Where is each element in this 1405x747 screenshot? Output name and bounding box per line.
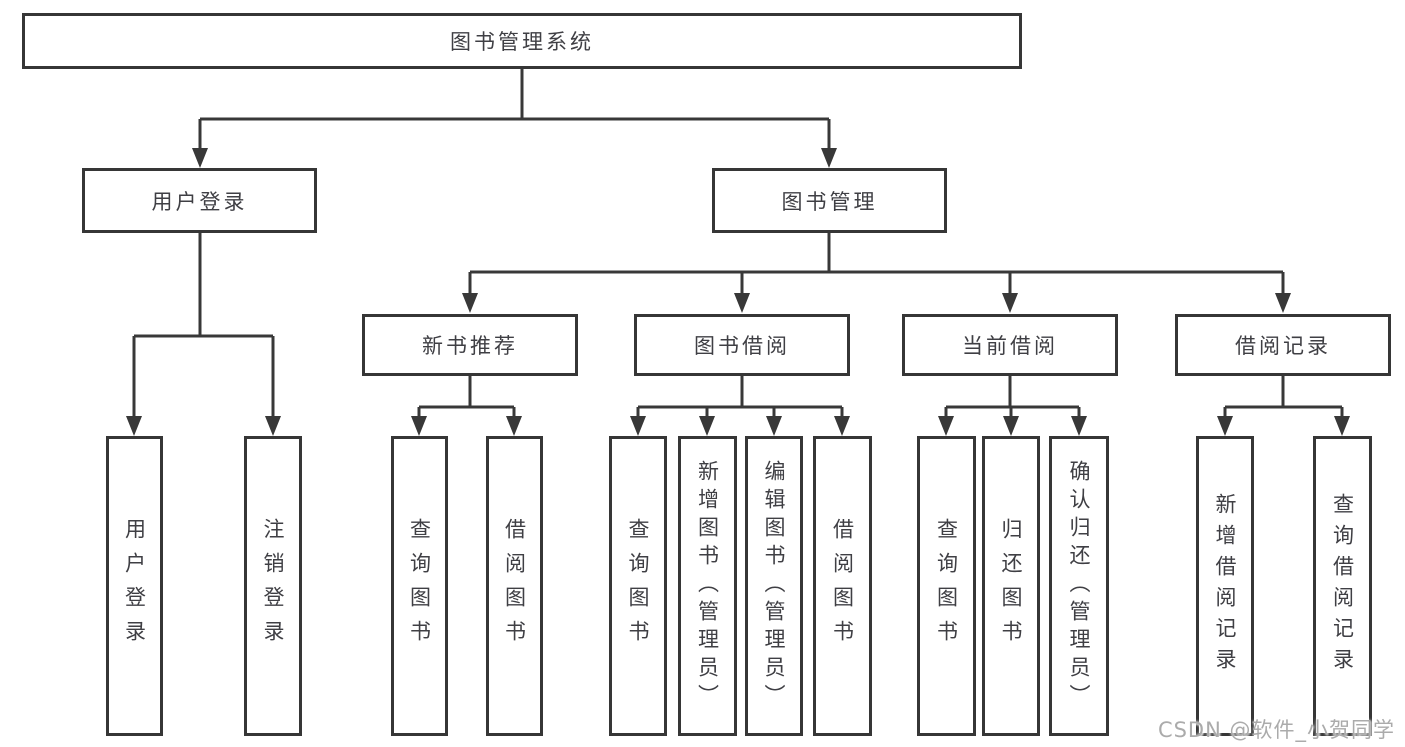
node-label: 查询图书 xyxy=(934,518,959,654)
arrowhead xyxy=(1275,293,1291,313)
arrowhead xyxy=(834,416,850,436)
node-new-book-recommend: 新书推荐 xyxy=(362,314,578,376)
arrowhead xyxy=(506,416,522,436)
arrowhead xyxy=(630,416,646,436)
arrowhead xyxy=(938,416,954,436)
leaf-logout: 注销登录 xyxy=(244,436,302,736)
leaf-query-borrow-record: 查询借阅记录 xyxy=(1313,436,1372,736)
arrowhead xyxy=(265,416,281,436)
node-label: 用户登录 xyxy=(122,518,147,654)
node-label: 注销登录 xyxy=(261,518,285,654)
arrowhead xyxy=(411,416,427,436)
connector-userlogin-to-leaves xyxy=(132,233,275,420)
leaf-add-books-admin: 新增图书（管理员） xyxy=(678,436,737,736)
arrowhead xyxy=(1217,416,1233,436)
leaf-add-borrow-record: 新增借阅记录 xyxy=(1196,436,1254,736)
node-user-login: 用户登录 xyxy=(82,168,317,233)
connector-newbook-to-leaves xyxy=(417,376,516,420)
node-current-borrow: 当前借阅 xyxy=(902,314,1118,376)
arrowhead xyxy=(192,148,208,168)
node-label: 编辑图书（管理员） xyxy=(762,460,786,712)
node-label: 新增借阅记录 xyxy=(1213,493,1237,679)
arrowhead xyxy=(699,416,715,436)
leaf-edit-books-admin: 编辑图书（管理员） xyxy=(745,436,803,736)
arrowhead xyxy=(1002,293,1018,313)
node-label: 用户登录 xyxy=(151,189,248,214)
leaf-return-books: 归还图书 xyxy=(982,436,1040,736)
leaf-confirm-return-admin: 确认归还（管理员） xyxy=(1049,436,1109,736)
connector-currentborrow-to-leaves xyxy=(944,376,1081,420)
arrowhead xyxy=(766,416,782,436)
arrowhead xyxy=(1071,416,1087,436)
arrowhead xyxy=(462,293,478,313)
leaf-user-login: 用户登录 xyxy=(106,436,163,736)
node-label: 图书管理系统 xyxy=(450,30,594,54)
node-borrow-record: 借阅记录 xyxy=(1175,314,1391,376)
arrowhead xyxy=(821,148,837,168)
connector-borrowrecord-to-leaves xyxy=(1223,376,1344,420)
connector-borrowmgmt-to-leaves xyxy=(636,376,844,420)
node-label: 借阅图书 xyxy=(830,518,855,654)
arrowhead xyxy=(126,416,142,436)
leaf-borrow-books: 借阅图书 xyxy=(813,436,872,736)
node-label: 图书管理 xyxy=(781,189,878,214)
node-label: 当前借阅 xyxy=(962,334,1058,358)
leaf-query-books-recommend: 查询图书 xyxy=(391,436,448,736)
arrowhead xyxy=(1003,416,1019,436)
node-label: 查询借阅记录 xyxy=(1330,493,1355,679)
watermark: CSDN @软件_小贺同学 xyxy=(1157,718,1395,742)
node-label: 图书借阅 xyxy=(694,334,790,358)
node-label: 新书推荐 xyxy=(422,334,518,358)
node-label: 借阅记录 xyxy=(1235,334,1331,358)
connector-root-to-level2 xyxy=(198,69,831,152)
node-label: 确认归还（管理员） xyxy=(1067,460,1091,712)
node-label: 查询图书 xyxy=(626,518,650,654)
leaf-query-books-borrow: 查询图书 xyxy=(609,436,667,736)
leaf-borrow-books-recommend: 借阅图书 xyxy=(486,436,543,736)
node-label: 查询图书 xyxy=(407,518,432,654)
node-book-management-system: 图书管理系统 xyxy=(22,13,1022,69)
arrowhead xyxy=(1334,416,1350,436)
connector-bookmgmt-to-level3 xyxy=(468,233,1285,297)
leaf-query-books-current: 查询图书 xyxy=(917,436,976,736)
node-label: 借阅图书 xyxy=(502,518,527,654)
node-label: 新增图书（管理员） xyxy=(695,460,720,712)
node-book-management: 图书管理 xyxy=(712,168,947,233)
node-label: 归还图书 xyxy=(999,518,1023,654)
arrowhead xyxy=(734,293,750,313)
node-book-borrow: 图书借阅 xyxy=(634,314,850,376)
